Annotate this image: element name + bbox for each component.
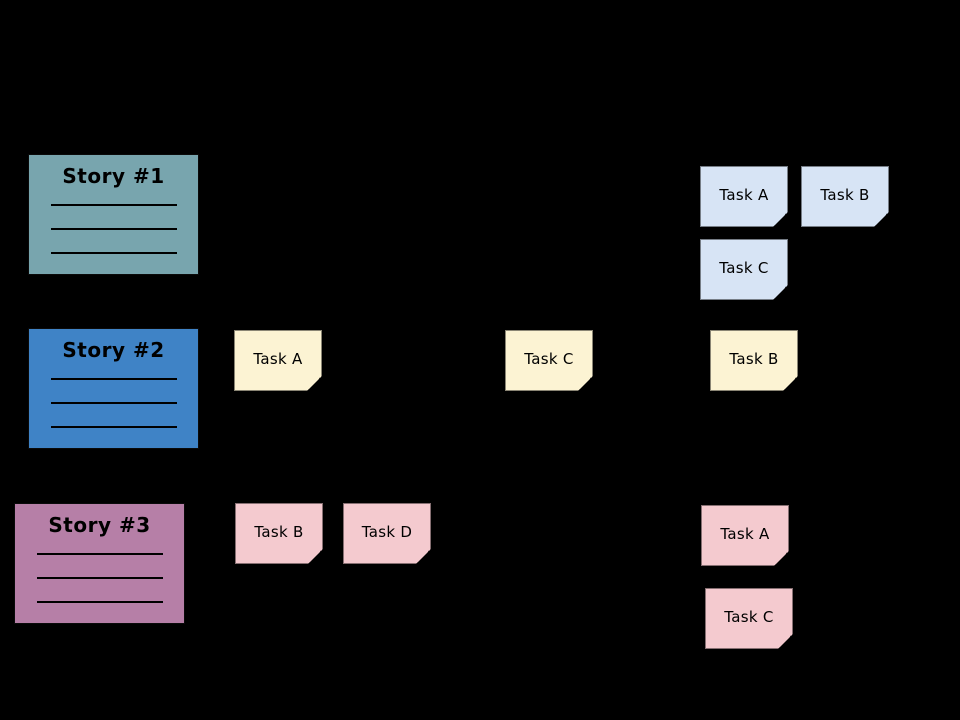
task-label: Task B (254, 523, 304, 541)
sticky-note-story2-task-a[interactable]: Task A (234, 330, 322, 391)
story-card-3[interactable]: Story #3 (14, 503, 185, 624)
ruled-line (50, 426, 177, 428)
folded-corner-icon (774, 551, 789, 566)
task-label: Task B (729, 350, 779, 368)
ruled-line (50, 378, 177, 380)
sticky-note-story2-task-c[interactable]: Task C (505, 330, 593, 391)
ruled-line (50, 204, 177, 206)
folded-corner-icon (307, 376, 322, 391)
task-label: Task A (719, 186, 769, 204)
folded-corner-icon (778, 634, 793, 649)
sticky-note-story3-task-b[interactable]: Task B (235, 503, 323, 564)
story-title: Story #2 (62, 338, 165, 362)
task-label: Task B (820, 186, 870, 204)
task-label: Task C (719, 259, 769, 277)
task-label: Task C (524, 350, 574, 368)
folded-corner-icon (308, 549, 323, 564)
story-card-2[interactable]: Story #2 (28, 328, 199, 449)
story-title: Story #3 (48, 513, 151, 537)
task-label: Task A (253, 350, 303, 368)
ruled-line (50, 252, 177, 254)
story-title: Story #1 (62, 164, 165, 188)
sticky-note-story1-task-c[interactable]: Task C (700, 239, 788, 300)
task-label: Task D (361, 523, 413, 541)
sticky-note-story3-task-d[interactable]: Task D (343, 503, 431, 564)
sticky-note-story1-task-b[interactable]: Task B (801, 166, 889, 227)
story-ruled-lines (15, 553, 184, 603)
folded-corner-icon (783, 376, 798, 391)
folded-corner-icon (773, 212, 788, 227)
ruled-line (36, 577, 163, 579)
story-card-1[interactable]: Story #1 (28, 154, 199, 275)
task-label: Task A (720, 525, 770, 543)
folded-corner-icon (874, 212, 889, 227)
ruled-line (50, 228, 177, 230)
story-ruled-lines (29, 378, 198, 428)
ruled-line (36, 601, 163, 603)
sticky-note-story1-task-a[interactable]: Task A (700, 166, 788, 227)
folded-corner-icon (578, 376, 593, 391)
sticky-note-story2-task-b[interactable]: Task B (710, 330, 798, 391)
sticky-note-story3-task-a[interactable]: Task A (701, 505, 789, 566)
folded-corner-icon (416, 549, 431, 564)
task-label: Task C (724, 608, 774, 626)
story-ruled-lines (29, 204, 198, 254)
ruled-line (36, 553, 163, 555)
ruled-line (50, 402, 177, 404)
folded-corner-icon (773, 285, 788, 300)
sticky-note-story3-task-c[interactable]: Task C (705, 588, 793, 649)
